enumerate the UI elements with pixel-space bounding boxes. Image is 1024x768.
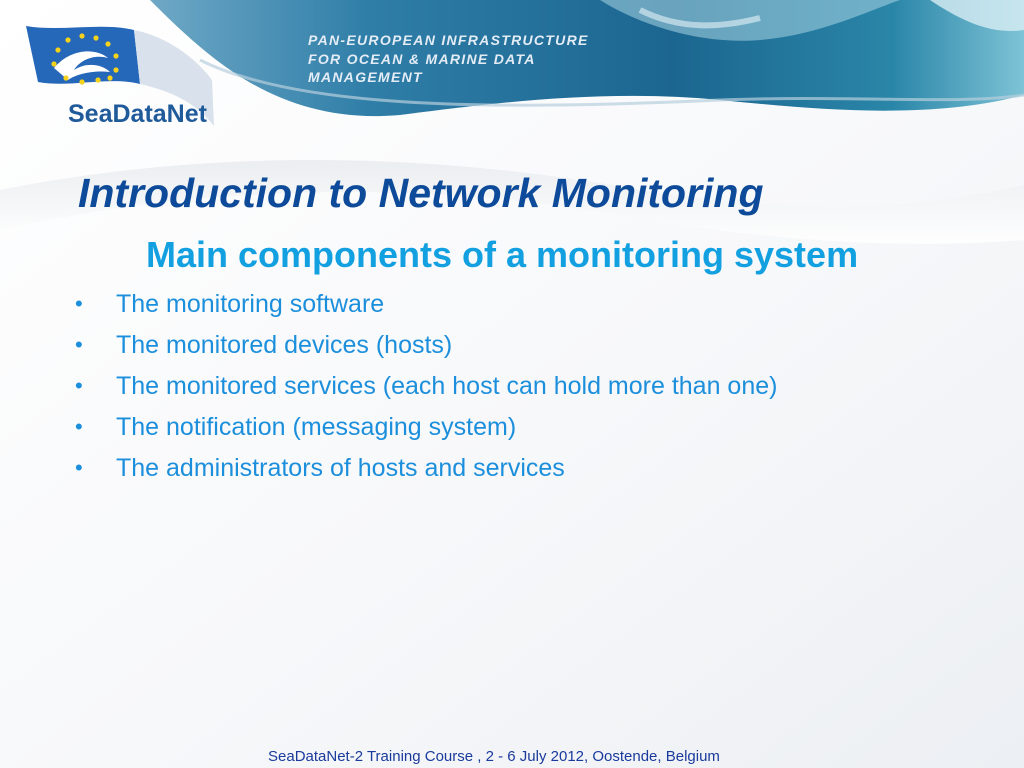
slide-subtitle: Main components of a monitoring system (146, 234, 859, 275)
bullet-text: The monitored devices (hosts) (116, 331, 453, 359)
bullet-dot: • (75, 455, 83, 480)
bullet-dot: • (75, 373, 83, 398)
brand-name: SeaDataNet (68, 100, 207, 128)
slide-footer: SeaDataNet-2 Training Course , 2 - 6 Jul… (268, 748, 720, 765)
bullet-item: • The monitored services (each host can h… (72, 366, 777, 407)
bullet-item: • The monitoring software (72, 284, 777, 325)
bullet-list: • The monitoring software • The monitored … (72, 284, 777, 489)
bullet-text: The notification (messaging system) (116, 413, 517, 441)
banner-tagline: PAN-EUROPEAN INFRASTRUCTURE FOR OCEAN & … (308, 31, 589, 87)
bullet-dot: • (75, 291, 83, 316)
seadatanet-logo (26, 26, 214, 126)
tagline-line-1: PAN-EUROPEAN INFRASTRUCTURE (308, 32, 589, 48)
bullet-text: The monitoring software (116, 290, 385, 318)
bullet-text: The administrators of hosts and services (116, 454, 565, 482)
tagline-line-3: MANAGEMENT (308, 69, 423, 85)
bullet-dot: • (75, 332, 83, 357)
bullet-item: • The administrators of hosts and service… (72, 448, 777, 489)
slide-title: Introduction to Network Monitoring (78, 170, 764, 216)
bullet-dot: • (75, 414, 83, 439)
bullet-item: • The monitored devices (hosts) (72, 325, 777, 366)
bullet-text: The monitored services (each host can ho… (116, 372, 778, 400)
bullet-item: • The notification (messaging system) (72, 407, 777, 448)
tagline-line-2: FOR OCEAN & MARINE DATA (308, 50, 536, 67)
